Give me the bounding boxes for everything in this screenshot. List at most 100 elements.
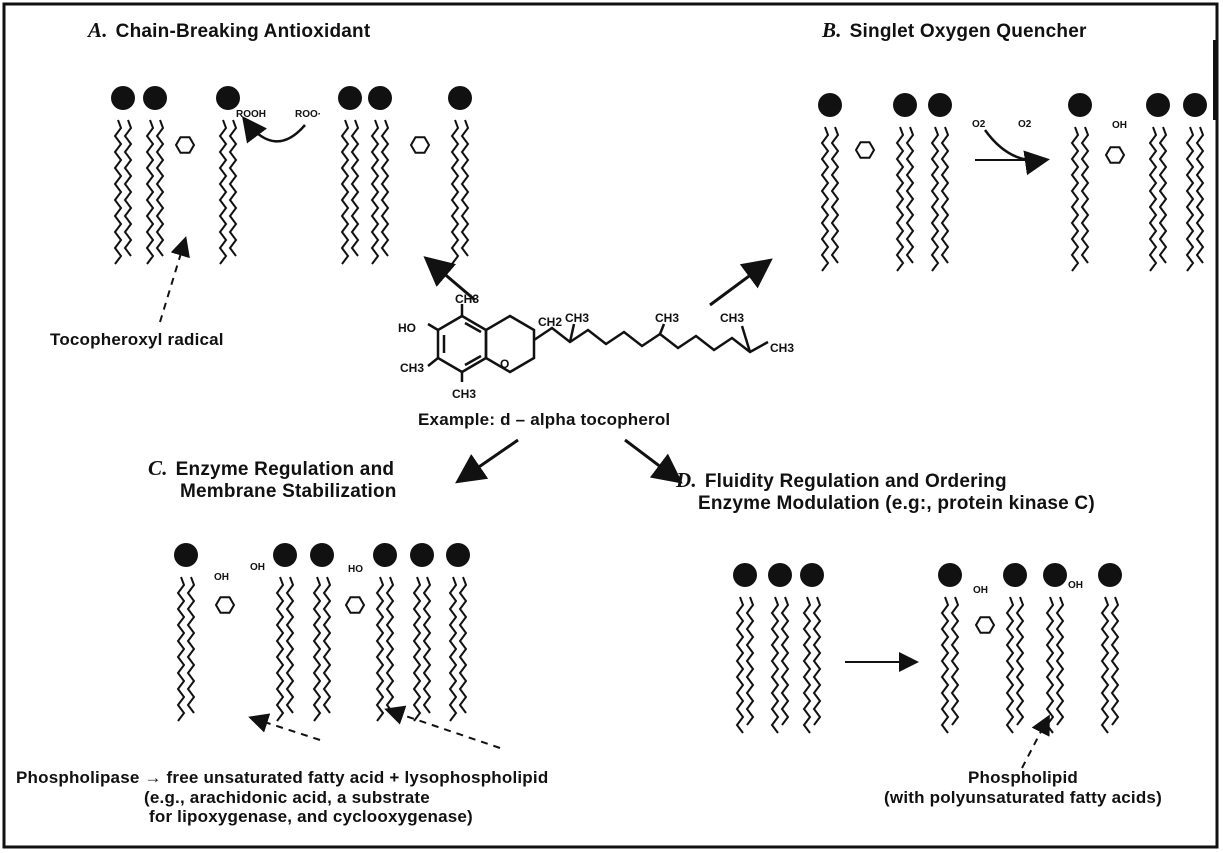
panel-b-letter: B.: [822, 18, 842, 42]
footer-line2: (e.g., arachidonic acid, a substrate: [16, 788, 548, 808]
panel-b-lipid-3-tail: [1082, 127, 1088, 263]
panel-b-lipid-0-tail: [832, 127, 838, 263]
panel-d-lipid-3-tail: [952, 597, 958, 725]
panel-c-lipid-5-tail: [450, 577, 456, 721]
panel-d-lipid-5-tail: [1057, 597, 1063, 725]
panel-a-2-tocopherol-ring: [411, 137, 429, 153]
label-roo: ROO·: [295, 109, 321, 120]
panel-d-lipid-0-tail: [747, 597, 753, 725]
panel-a-lipid-1-head: [143, 86, 167, 110]
tocopherol-labels: HO CH3 CH2 CH3 CH3 CH3 CH3 CH3 CH3 O: [398, 292, 794, 401]
panel-d-title-line2: Enzyme Modulation (e.g:, protein kinase …: [676, 493, 1095, 515]
panel-d-lipid-6-tail: [1102, 597, 1108, 733]
label-oh-c1: OH: [214, 572, 229, 583]
label-ch3-tail2: CH3: [655, 311, 679, 325]
panel-c-lipid-1-head: [273, 543, 297, 567]
panel-a-lipid-4-tail: [382, 120, 388, 256]
panel-c-lipid-0-tail: [178, 577, 184, 721]
panel-a-lipid-3-tail: [352, 120, 358, 256]
arrow-to-d: [625, 440, 678, 480]
label-oh-b: OH: [1112, 120, 1127, 131]
panel-d-lipid-1-tail: [782, 597, 788, 725]
panel-d-lipid-6-tail: [1112, 597, 1118, 725]
panel-a-lipid-2-tail: [220, 120, 226, 264]
panel-b-tocopherol-ring: [856, 142, 874, 158]
panel-a-lipid-0-head: [111, 86, 135, 110]
panel-a-lipid-2-tail: [230, 120, 236, 256]
panel-a-lipid-4-tail: [372, 120, 378, 264]
panel-b-lipid-1-tail: [907, 127, 913, 263]
panel-a-lipid-1-tail: [157, 120, 163, 256]
panel-c-lipid-3-tail: [377, 577, 383, 721]
panel-b-lipid-3-tail: [1072, 127, 1078, 271]
panel-b-lipid-4-tail: [1150, 127, 1156, 271]
molecule-caption: Example: d – alpha tocopherol: [418, 410, 670, 430]
panel-b-lipid-5-tail: [1187, 127, 1193, 271]
panel-c-lipid-1-tail: [277, 577, 283, 721]
label-ch3-left: CH3: [400, 361, 424, 375]
arrow-to-b: [710, 262, 768, 305]
panel-c-lipid-2-tail: [314, 577, 320, 721]
panel-d-lipid-0-tail: [737, 597, 743, 733]
panel-c-lipid-5-head: [446, 543, 470, 567]
panel-c-lipid-2-head: [310, 543, 334, 567]
dashed-arrow-phospholipid: [1022, 718, 1048, 768]
panel-b-lipid-1-tail: [897, 127, 903, 271]
label-oh-c2: OH: [250, 562, 265, 573]
panel-a-tocopherol-ring: [176, 137, 194, 153]
dashed-arrow-tocopheroxyl: [160, 240, 185, 322]
panel-a-lipid-3-head: [338, 86, 362, 110]
panel-c-letter: C.: [148, 456, 168, 480]
panel-c-lipid-3-tail: [387, 577, 393, 713]
panel-d-lipid-0-head: [733, 563, 757, 587]
panel-a-title: A.Chain-Breaking Antioxidant: [88, 18, 370, 43]
dashed-arrow-phospholipase-2: [388, 710, 500, 748]
label-oh-d1: OH: [973, 585, 988, 596]
label-ch3-end: CH3: [770, 341, 794, 355]
label-ho: HO: [398, 321, 416, 335]
panel-a-lipid-0-tail: [115, 120, 121, 264]
label-ch3-tail1: CH3: [565, 311, 589, 325]
panel-b-title: B.Singlet Oxygen Quencher: [822, 18, 1087, 43]
panel-d-lipid-2-tail: [804, 597, 810, 733]
panel-b-lipid-4-head: [1146, 93, 1170, 117]
panel-c-lipid-4-tail: [414, 577, 420, 721]
tocopheroxyl-label: Tocopheroxyl radical: [50, 330, 224, 350]
panel-b-lipid-3-head: [1068, 93, 1092, 117]
panel-a-lipid-1-tail: [147, 120, 153, 264]
panel-d-lipid-4-tail: [1007, 597, 1013, 733]
label-o2-in: O2: [972, 119, 986, 130]
panel-c-title-line2: Membrane Stabilization: [148, 481, 397, 503]
panel-b-2-tocopherol-ring: [1106, 147, 1124, 163]
panel-d-letter: D.: [676, 468, 697, 492]
panel-c-tocopherol-ring: [216, 597, 234, 613]
panel-b-lipid-2-tail: [932, 127, 938, 271]
panel-d-lipid-4-tail: [1017, 597, 1023, 725]
panel-a-lipid-2-head: [216, 86, 240, 110]
dashed-arrow-phospholipase-1: [252, 718, 320, 740]
panel-d-lipid-2-head: [800, 563, 824, 587]
label-rooh: ROOH: [236, 109, 266, 120]
panel-a-lipid-3-tail: [342, 120, 348, 264]
panel-c-lipid-4-tail: [424, 577, 430, 713]
panel-d-title: D.Fluidity Regulation and Ordering Enzym…: [676, 468, 1095, 515]
phospholipase-footer: Phospholipase → free unsaturated fatty a…: [16, 768, 548, 827]
panel-d-lipid-2-tail: [814, 597, 820, 725]
tocopherol-structure: [428, 304, 768, 382]
panel-d-lipid-1-tail: [772, 597, 778, 733]
panel-c-lipid-4-head: [410, 543, 434, 567]
panel-d-lipid-5-tail: [1047, 597, 1053, 733]
panel-c-lipid-1-tail: [287, 577, 293, 713]
panel-b-lipid-5-head: [1183, 93, 1207, 117]
phospholipid-label: Phospholipid (with polyunsaturated fatty…: [838, 768, 1208, 807]
footer-line1: Phospholipase → free unsaturated fatty a…: [16, 768, 548, 788]
panel-c-lipid-0-tail: [188, 577, 194, 713]
panel-b-lipid-2-tail: [942, 127, 948, 263]
panel-c-lipid-5-tail: [460, 577, 466, 713]
label-ring-o: O: [500, 357, 509, 371]
panel-a-lipid-0-tail: [125, 120, 131, 256]
panel-b-lipid-5-tail: [1197, 127, 1203, 263]
reaction-arrow-a: [245, 120, 305, 141]
panel-d-lipid-4-head: [1003, 563, 1027, 587]
panel-d-lipid-5-head: [1043, 563, 1067, 587]
